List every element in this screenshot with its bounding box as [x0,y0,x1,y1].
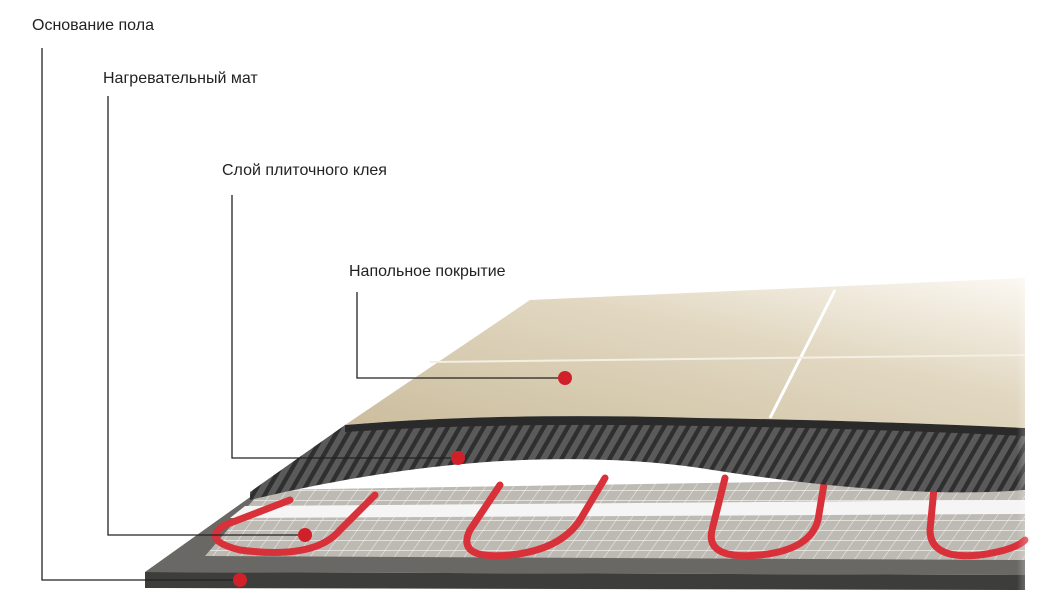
leader-line-base [41,48,240,581]
marker-covering [558,371,572,385]
tile-adhesive-layer [250,423,1025,500]
label-heating-mat: Нагревательный мат [103,70,258,87]
label-floor-base: Основание пола [32,17,154,34]
leader-line-adhesive [231,195,458,459]
marker-mat [298,528,312,542]
marker-adhesive [451,451,465,465]
label-tile-adhesive: Слой плиточного клея [222,162,387,179]
leader-line-mat [107,96,305,536]
label-floor-covering: Напольное покрытие [349,263,506,280]
floor-covering-layer [345,270,1046,600]
leader-line-covering [356,292,565,379]
marker-base [233,573,247,587]
